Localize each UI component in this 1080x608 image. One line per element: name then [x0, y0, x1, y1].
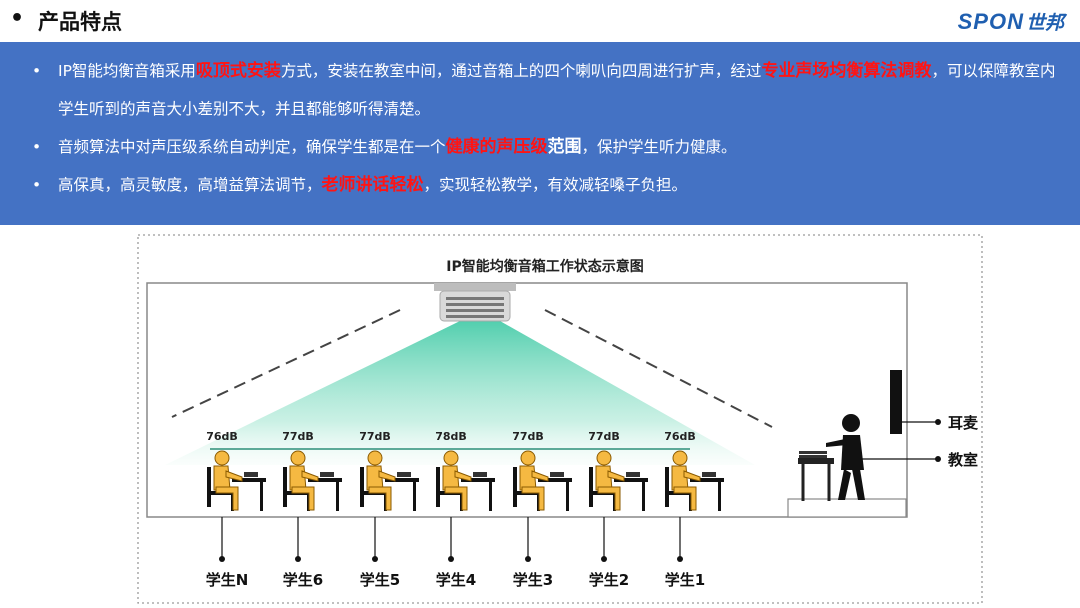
- student-seat: 77dB 学生6: [282, 430, 342, 589]
- teacher-icon: [826, 414, 865, 500]
- student-seat: 78dB 学生4: [435, 430, 495, 589]
- title-bullet: •: [10, 6, 25, 31]
- student-label: 学生6: [283, 571, 323, 589]
- feature-text: 高保真，高灵敏度，高增益算法调节，老师讲话轻松，实现轻松教学，有效减轻嗓子负担。: [36, 166, 1056, 204]
- ceiling-speaker-icon: [434, 283, 516, 322]
- student-icon: [595, 450, 625, 511]
- body-text: ，可以保障教室内学生听到的声音大小差别不大，并且都能够听得清楚。: [58, 62, 1056, 118]
- student-label: 学生1: [665, 571, 705, 589]
- student-seat: 77dB 学生3: [512, 430, 572, 589]
- student-icon: [519, 450, 549, 511]
- logo-text-cn: 世邦: [1025, 12, 1064, 34]
- header: • 产品特点 SPON 世邦: [0, 0, 1080, 42]
- highlight-text: 健康的声压级: [445, 137, 548, 157]
- student-seat: 76dB 学生N: [206, 430, 266, 589]
- sound-coverage: [165, 321, 755, 465]
- body-text: ，保护学生听力健康。: [581, 138, 737, 156]
- page-title: 产品特点: [38, 10, 122, 34]
- student-icon: [671, 450, 701, 511]
- highlight-text: 吸顶式安装: [195, 61, 281, 81]
- feature-point: •高保真，高灵敏度，高增益算法调节，老师讲话轻松，实现轻松教学，有效减轻嗓子负担…: [32, 166, 1056, 204]
- student-icon: [213, 450, 243, 511]
- db-value: 77dB: [588, 430, 620, 443]
- feature-panel: •IP智能均衡音箱采用吸顶式安装方式，安装在教室中间，通过音箱上的四个喇叭向四周…: [0, 42, 1080, 225]
- student-seat: 77dB 学生5: [359, 430, 419, 589]
- student-icon: [366, 450, 396, 511]
- feature-text: 音频算法中对声压级系统自动判定，确保学生都是在一个健康的声压级范围，保护学生听力…: [36, 128, 1056, 166]
- logo-text-en: SPON: [957, 8, 1024, 34]
- highlight-text: 老师讲话轻松: [321, 175, 424, 195]
- highlight-text: 专业声场均衡算法调教: [761, 61, 932, 81]
- body-text: 高保真，高灵敏度，高增益算法调节，: [58, 176, 322, 194]
- student-icon: [442, 450, 472, 511]
- bullet-dot: •: [32, 62, 42, 80]
- body-text: 音频算法中对声压级系统自动判定，确保学生都是在一个: [58, 138, 446, 156]
- student-label: 学生2: [589, 571, 629, 589]
- teacher-area: [787, 451, 907, 518]
- body-text: ，实现轻松教学，有效减轻嗓子负担。: [423, 176, 688, 194]
- student-seat: 76dB 学生1: [664, 430, 724, 589]
- headset-device-icon: [890, 370, 902, 434]
- diagram-frame: [137, 234, 983, 604]
- feature-point: •IP智能均衡音箱采用吸顶式安装方式，安装在教室中间，通过音箱上的四个喇叭向四周…: [32, 52, 1056, 128]
- student-label: 学生3: [513, 571, 553, 589]
- bullet-dot: •: [32, 176, 42, 194]
- student-icon: [289, 450, 319, 511]
- left-dashed-line: [171, 309, 401, 418]
- room-outline: [146, 282, 908, 518]
- db-value: 76dB: [664, 430, 696, 443]
- feature-point: •音频算法中对声压级系统自动判定，确保学生都是在一个健康的声压级范围，保护学生听…: [32, 128, 1056, 166]
- feature-text: IP智能均衡音箱采用吸顶式安装方式，安装在教室中间，通过音箱上的四个喇叭向四周进…: [36, 52, 1056, 128]
- db-value: 78dB: [435, 430, 467, 443]
- db-value: 76dB: [206, 430, 238, 443]
- body-text: 范围: [547, 137, 582, 157]
- student-label: 学生5: [360, 571, 400, 589]
- db-value: 77dB: [512, 430, 544, 443]
- db-value: 77dB: [359, 430, 391, 443]
- db-value: 77dB: [282, 430, 314, 443]
- body-text: 方式，安装在教室中间，通过音箱上的四个喇叭向四周进行扩声，经过: [280, 62, 762, 80]
- spon-logo: SPON 世邦: [958, 8, 1064, 35]
- bullet-dot: •: [32, 138, 42, 156]
- right-dashed-line: [544, 309, 773, 428]
- student-label: 学生N: [206, 571, 249, 589]
- headset-label: 耳麦: [948, 414, 979, 432]
- student-label: 学生4: [436, 571, 476, 589]
- diagram-title: IP智能均衡音箱工作状态示意图: [446, 258, 643, 275]
- classroom-diagram: IP智能均衡音箱工作状态示意图 76dB 学生N 77dB 学生6 77dB 学生5 78d…: [0, 225, 1080, 608]
- student-seat: 77dB 学生2: [588, 430, 648, 589]
- body-text: IP智能均衡音箱采用: [58, 62, 196, 80]
- classroom-label: 教室: [947, 451, 978, 469]
